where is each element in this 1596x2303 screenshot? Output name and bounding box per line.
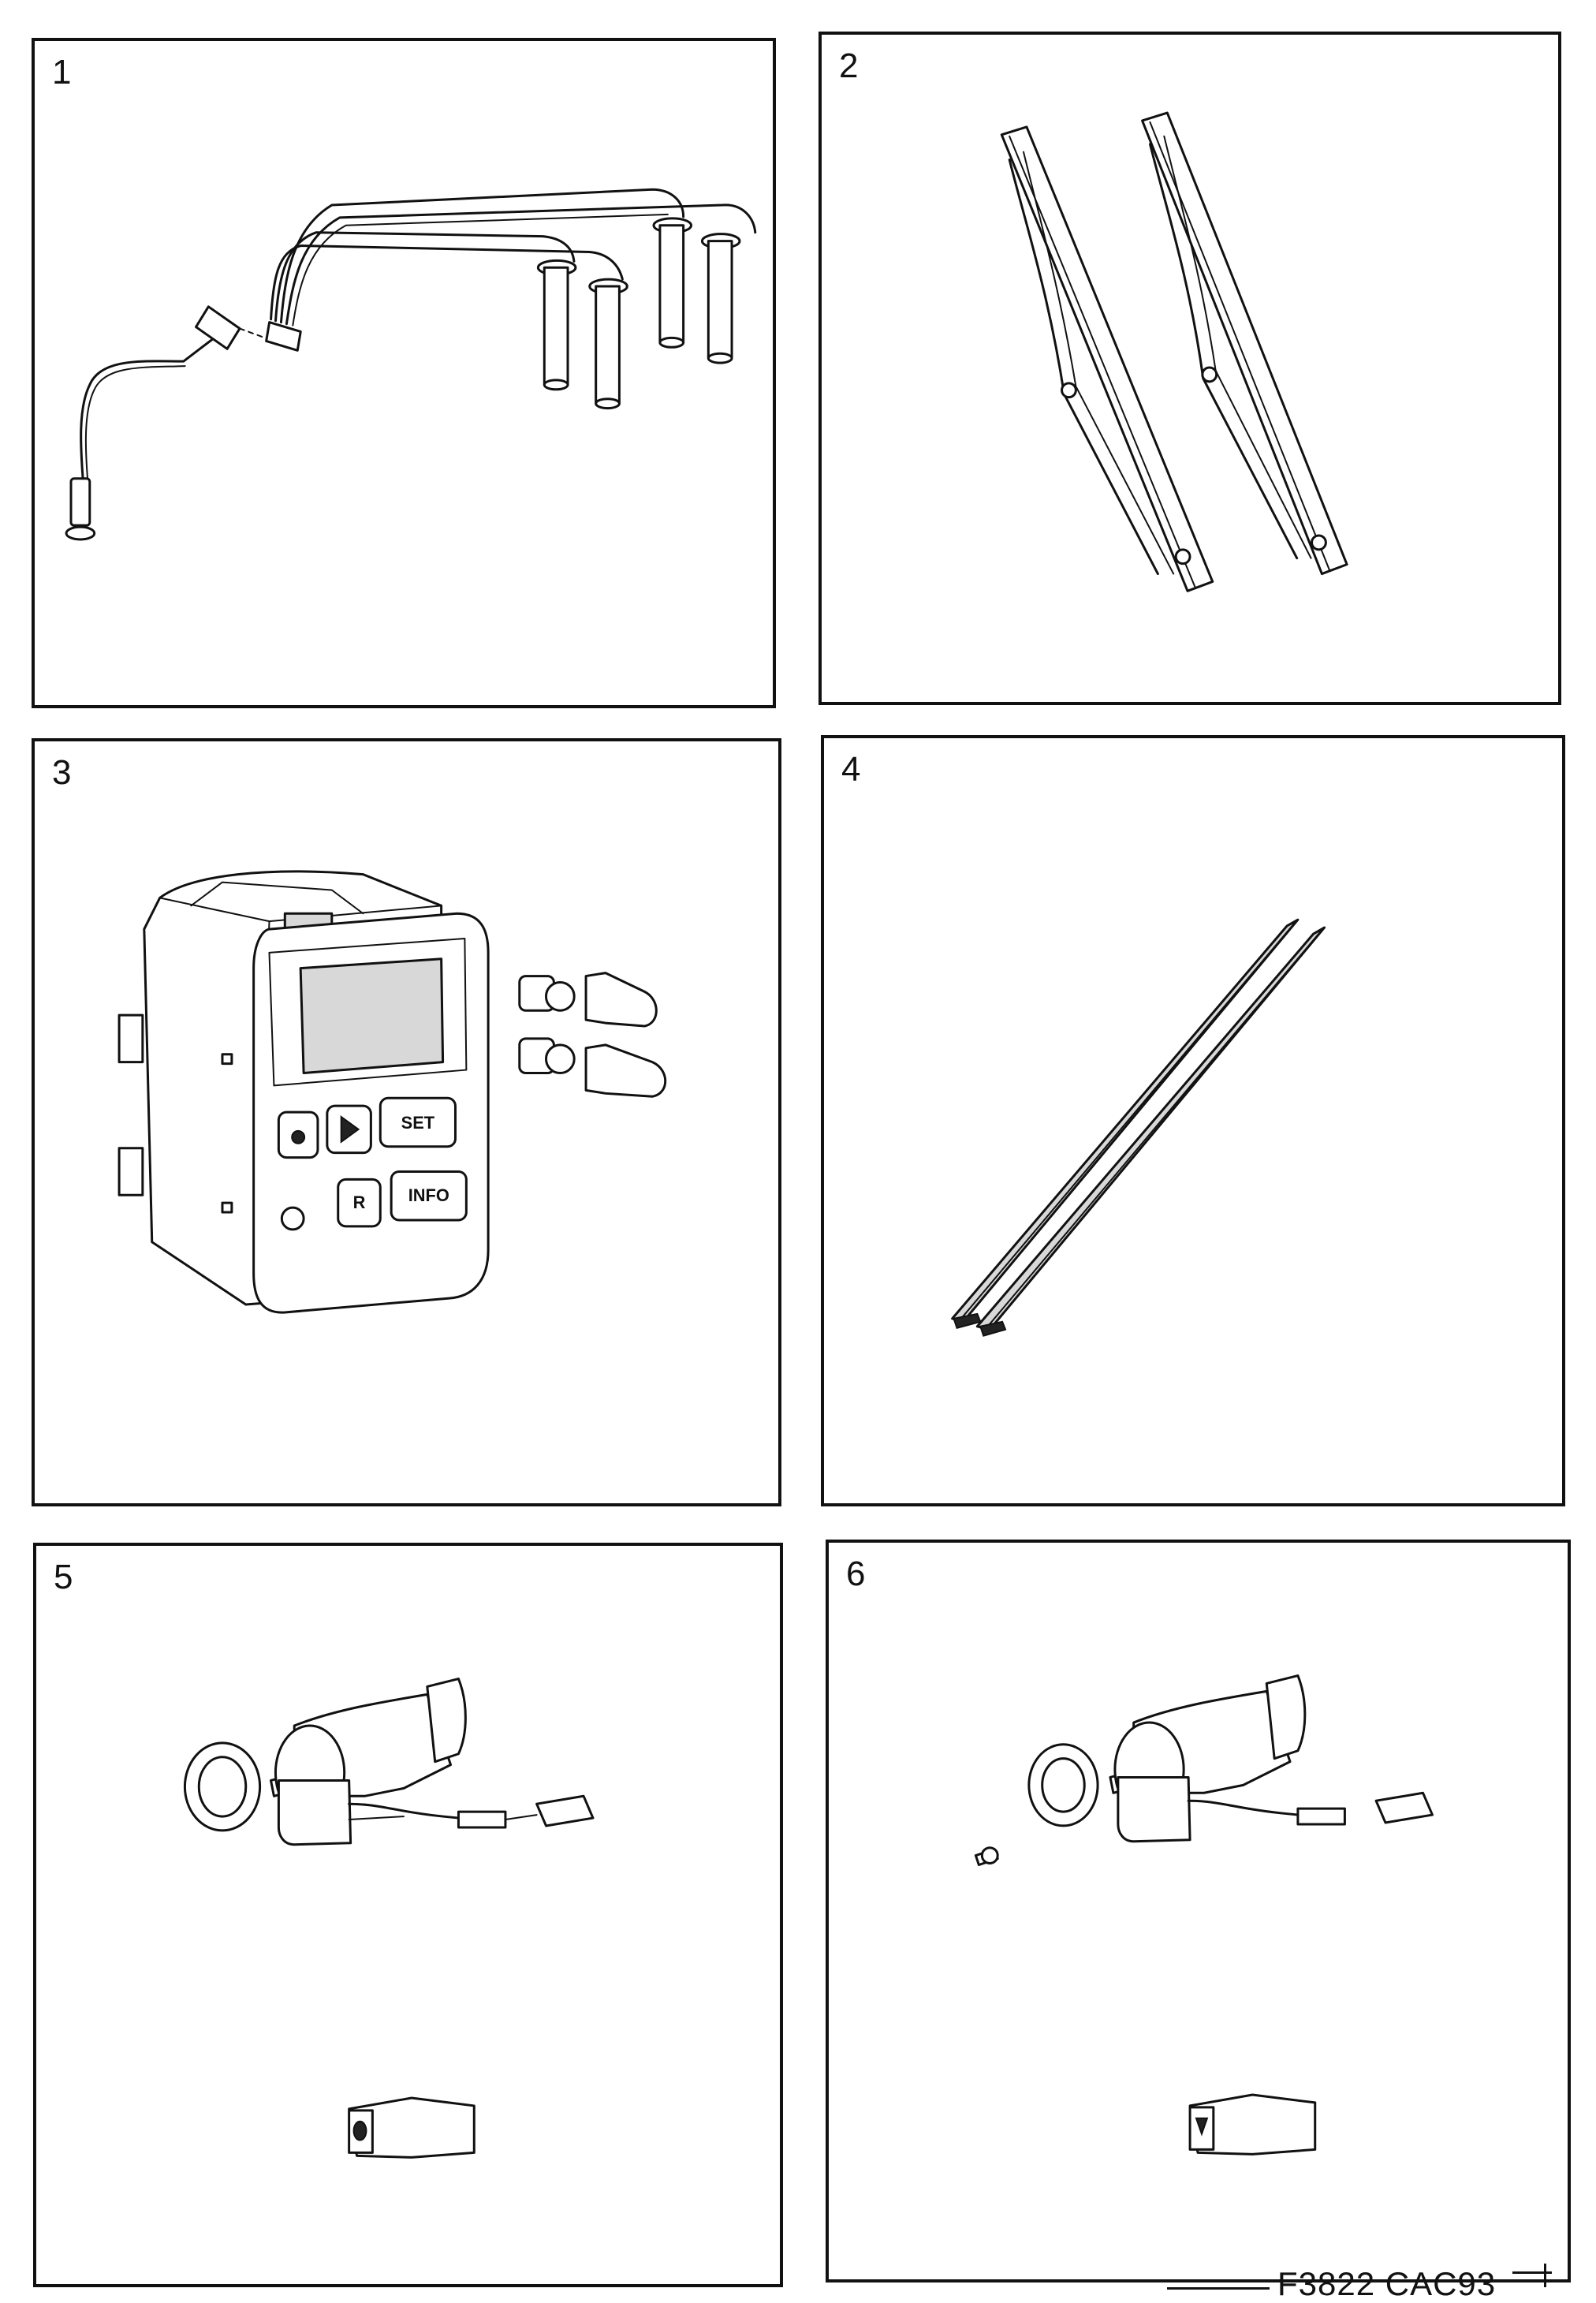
panel-number: 2: [839, 47, 859, 85]
panel-1: 1: [32, 38, 776, 708]
panel-5: 5: [33, 1543, 783, 2287]
panel-2: 2: [819, 32, 1561, 705]
trip-computer-icon: SET R INFO: [35, 741, 778, 1503]
panel-number: 3: [52, 753, 72, 792]
corner-tick: [1544, 2264, 1546, 2287]
ignition-cable-set-icon: [35, 41, 773, 705]
panel-3: 3 SET R INFO: [32, 738, 781, 1506]
set-button-label: SET: [401, 1113, 435, 1133]
figure-code: F3822 CAC93: [1277, 2265, 1497, 2302]
switch-kit-icon: [36, 1546, 780, 2284]
panel-6: 6: [826, 1540, 1571, 2282]
wiper-arms-icon: [822, 35, 1558, 702]
panel-number: 1: [52, 53, 72, 91]
corner-mark: [1512, 2271, 1552, 2274]
panel-4: 4: [821, 735, 1565, 1506]
wiper-blades-icon: [824, 738, 1562, 1503]
reset-button-label: R: [353, 1193, 366, 1212]
panel-number: 6: [846, 1555, 866, 1593]
switch-kit-with-plug-icon: [829, 1543, 1568, 2279]
panel-number: 5: [54, 1558, 73, 1596]
info-button-label: INFO: [408, 1185, 449, 1205]
footer-rule: [1167, 2287, 1270, 2290]
panel-number: 4: [841, 750, 861, 789]
